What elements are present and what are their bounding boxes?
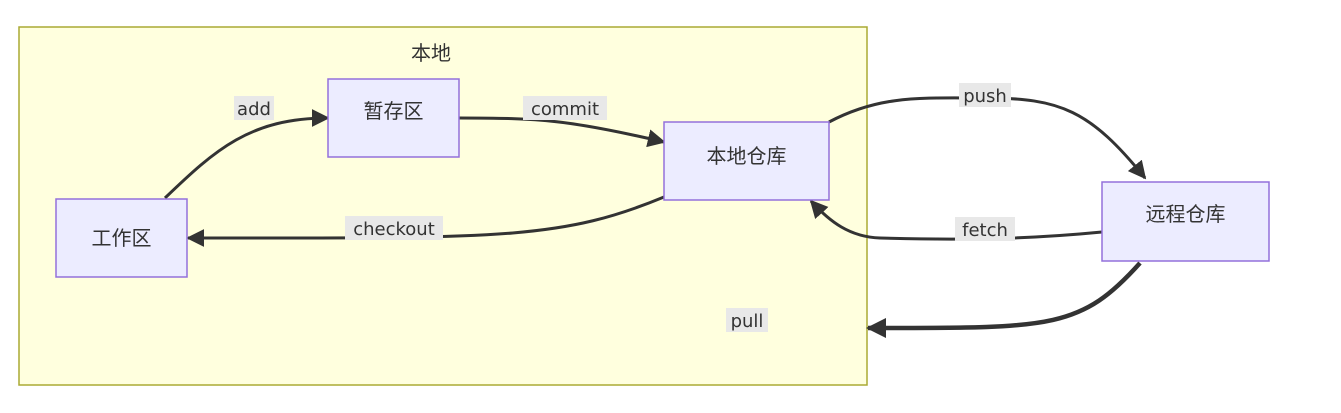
node-local-repo: 本地仓库 (663, 121, 830, 201)
edge-label-fetch: fetch (955, 217, 1015, 241)
edge-label-commit-bg (523, 96, 607, 120)
edge-label-add-bg (234, 96, 274, 120)
edge-label-add-text: add (237, 99, 271, 120)
edge-label-push: push (959, 83, 1011, 107)
edge-label-fetch-text: fetch (962, 220, 1008, 241)
edge-pull (865, 261, 1142, 339)
edge-label-checkout-text: checkout (353, 219, 435, 240)
edge-label-checkout-bg (345, 216, 443, 240)
edge-fetch (809, 199, 1103, 241)
edge-add (163, 109, 330, 200)
edge-label-checkout: checkout (345, 216, 443, 240)
node-staging-box (327, 78, 460, 158)
node-workspace-box (55, 198, 188, 278)
edge-label-commit-text: commit (531, 99, 599, 120)
node-local-repo-box (663, 121, 830, 201)
edge-label-add: add (234, 96, 274, 120)
edge-label-fetch-bg (955, 217, 1015, 241)
edge-label-pull-text: pull (731, 311, 764, 332)
edge-label-commit: commit (523, 96, 607, 120)
cluster-local-label: 本地 (411, 41, 451, 65)
node-remote-repo-box (1101, 181, 1270, 262)
edges (163, 96, 1147, 339)
edge-commit (458, 116, 666, 148)
edge-label-pull-bg (726, 308, 768, 332)
node-remote-repo-label: 远程仓库 (1146, 202, 1226, 226)
node-staging-label: 暂存区 (364, 99, 424, 123)
edge-label-push-text: push (963, 86, 1007, 107)
edge-label-push-bg (959, 83, 1011, 107)
edge-checkout (186, 195, 665, 248)
node-workspace: 工作区 (55, 198, 188, 278)
edge-push (828, 96, 1147, 180)
edge-label-pull: pull (726, 308, 768, 332)
node-staging: 暂存区 (327, 78, 460, 158)
node-workspace-label: 工作区 (92, 226, 152, 250)
node-local-repo-label: 本地仓库 (707, 144, 787, 168)
node-remote-repo: 远程仓库 (1101, 181, 1270, 262)
